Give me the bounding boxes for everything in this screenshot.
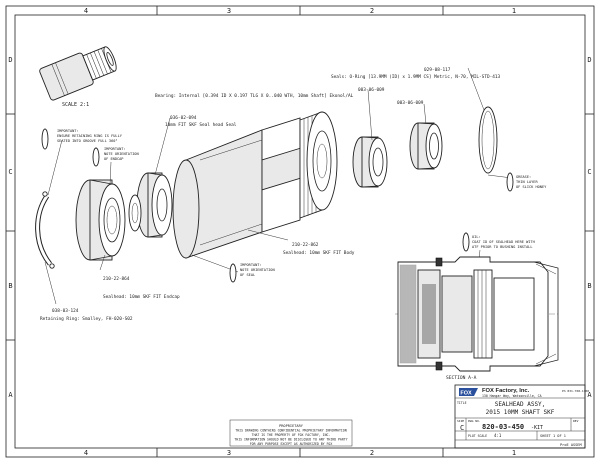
- assembled-view: SCALE 2:1: [39, 46, 117, 108]
- note-ring: IMPORTANT: ENSURE RETAINING RING IS FULL…: [41, 128, 123, 150]
- size-label: SIZE: [457, 419, 464, 423]
- bottom-zone-4: 4: [84, 449, 88, 457]
- note-endcap-line3: OF ENDCAP: [104, 157, 123, 161]
- right-zone-c: C: [587, 168, 591, 176]
- proprietary-line2: THIS DRAWING CONTAINS CONFIDENTIAL PROPR…: [235, 429, 346, 433]
- bottom-zone-1: 1: [512, 449, 516, 457]
- ring-part-no: 038-03-124: [52, 308, 79, 314]
- seal-part-no: 036-02-094: [170, 115, 197, 121]
- bearing-part-no: 003-06-009: [358, 87, 385, 93]
- note-grease-line1: GREASE:: [516, 175, 531, 179]
- sheet-border: 4 3 2 1 4 3 2 1 D C B A D C B A: [5, 5, 595, 458]
- note-grease: GREASE: THIN LAYER OF SLICK HONEY: [506, 172, 547, 192]
- proprietary-line4: THIS INFORMATION SHOULD NOT BE DISCLOSED…: [234, 438, 347, 442]
- bearing-1: [352, 136, 388, 188]
- company-phone: Ph 831-768-1100: [562, 389, 589, 393]
- bottom-zone-3: 3: [227, 449, 231, 457]
- note-grease-line2: THIN LAYER: [516, 180, 538, 184]
- note-oil-line3: ATF PRIOR TO BUSHING INSTALL: [472, 245, 533, 249]
- dwg-label: DWG NO.: [468, 419, 481, 423]
- left-zone-b: B: [8, 282, 12, 290]
- company-name: FOX Factory, Inc.: [482, 388, 530, 394]
- note-ring-line2: ENSURE RETAINING RING IS FULLY: [57, 134, 123, 138]
- endcap-part-no: 210-22-864: [103, 276, 130, 282]
- note-seal-line2: NOTE ORIENTATION: [240, 268, 275, 272]
- section-a-a-view: SECTION A-A: [395, 256, 560, 381]
- note-seal-line3: OF SEAL: [240, 273, 255, 277]
- sheet-label: SHEET 1 OF 1: [540, 434, 566, 438]
- proprietary-line1: PROPRIETARY: [279, 424, 304, 428]
- title-block: FOX FOX Factory, Inc. 130 Hangar Way, Wa…: [454, 384, 589, 449]
- bottom-zone-2: 2: [370, 449, 374, 457]
- assem-label: ProE ASSEM: [560, 443, 582, 447]
- proprietary-line5: FOR ANY PURPOSE EXCEPT AS AUTHORIZED BY …: [250, 442, 333, 446]
- right-zone-a: A: [587, 391, 592, 399]
- bearing-2: [409, 122, 443, 170]
- title-caption: TITLE: [457, 401, 467, 405]
- sealhead-endcap: [75, 179, 126, 261]
- note-seal: IMPORTANT: NOTE ORIENTATION OF SEAL: [229, 263, 275, 283]
- note-oil-line2: COAT ID OF SEALHEAD HERE WITH: [472, 240, 535, 244]
- top-zone-2: 2: [370, 7, 374, 15]
- leader-lines: [44, 67, 513, 305]
- body-part-no: 210-22-862: [292, 242, 319, 248]
- note-seal-line1: IMPORTANT:: [240, 263, 262, 267]
- bearing2-part-no: 003-06-009: [397, 100, 424, 106]
- section-label: SECTION A-A: [446, 375, 477, 381]
- plot-scale-value: 4:1: [494, 433, 502, 438]
- top-zone-1: 1: [512, 7, 516, 15]
- right-zone-d: D: [587, 56, 591, 64]
- oring-part-no: 029-08-117: [424, 67, 451, 73]
- drawing-number: 820-03-450: [482, 423, 524, 431]
- bearing-description: Bearing: Internal [0.394 ID X 0.197 TLG …: [155, 93, 354, 99]
- seal-description: 10mm FIT SKF Seal head Seal: [165, 122, 237, 128]
- oring-description: Seals: O-Ring [13.9MM (ID) x 1.9MM CS] M…: [331, 74, 501, 80]
- title-line2: 2015 10MM SHAFT SKF: [486, 409, 555, 416]
- note-endcap-line2: NOTE ORIENTATION: [104, 152, 139, 156]
- size-value: C: [460, 424, 464, 432]
- company-address: 130 Hangar Way, Watsonville, CA: [482, 394, 542, 398]
- note-oil-line1: OIL:: [472, 235, 481, 239]
- top-zone-3: 3: [227, 7, 231, 15]
- left-zone-a: A: [8, 391, 13, 399]
- note-ring-line3: SEATED INTO GROOVE FULL 360°: [57, 139, 118, 143]
- note-grease-line3: OF SLICK HONEY: [516, 185, 547, 189]
- retaining-ring: [35, 191, 55, 269]
- note-oil: OIL: COAT ID OF SEALHEAD HERE WITH ATF P…: [462, 232, 535, 271]
- title-line1: SEALHEAD ASSY,: [495, 401, 546, 408]
- plot-scale-label: PLOT SCALE: [468, 434, 487, 438]
- body-description: Sealhead: 10mm SKF FIT Body: [283, 250, 355, 256]
- sealhead-seal: [136, 172, 173, 238]
- logo-text: FOX: [460, 391, 472, 397]
- ring-description: Retaining Ring: Smalley, FH-020-S02: [40, 316, 133, 322]
- proprietary-notice: PROPRIETARY THIS DRAWING CONTAINS CONFID…: [229, 419, 353, 447]
- top-zone-4: 4: [84, 7, 88, 15]
- note-endcap-line1: IMPORTANT:: [104, 147, 126, 151]
- rev-label: REV: [573, 419, 579, 423]
- note-ring-line1: IMPORTANT:: [57, 129, 79, 133]
- scale-label: SCALE 2:1: [62, 102, 89, 108]
- note-endcap: IMPORTANT: NOTE ORIENTATION OF ENDCAP: [92, 147, 139, 167]
- right-zone-b: B: [587, 282, 591, 290]
- drawing-suffix: -KIT: [531, 425, 543, 431]
- inner-bushing: [128, 194, 142, 232]
- left-zone-c: C: [8, 168, 12, 176]
- o-ring: [478, 106, 498, 174]
- sealhead-body: [172, 111, 338, 259]
- proprietary-line3: THAT IS THE PROPERTY OF FOX FACTORY, INC…: [252, 433, 331, 437]
- fox-logo: FOX: [459, 388, 478, 397]
- left-zone-d: D: [8, 56, 12, 64]
- endcap-description: Sealhead: 10mm SKF FIT Endcap: [103, 294, 180, 300]
